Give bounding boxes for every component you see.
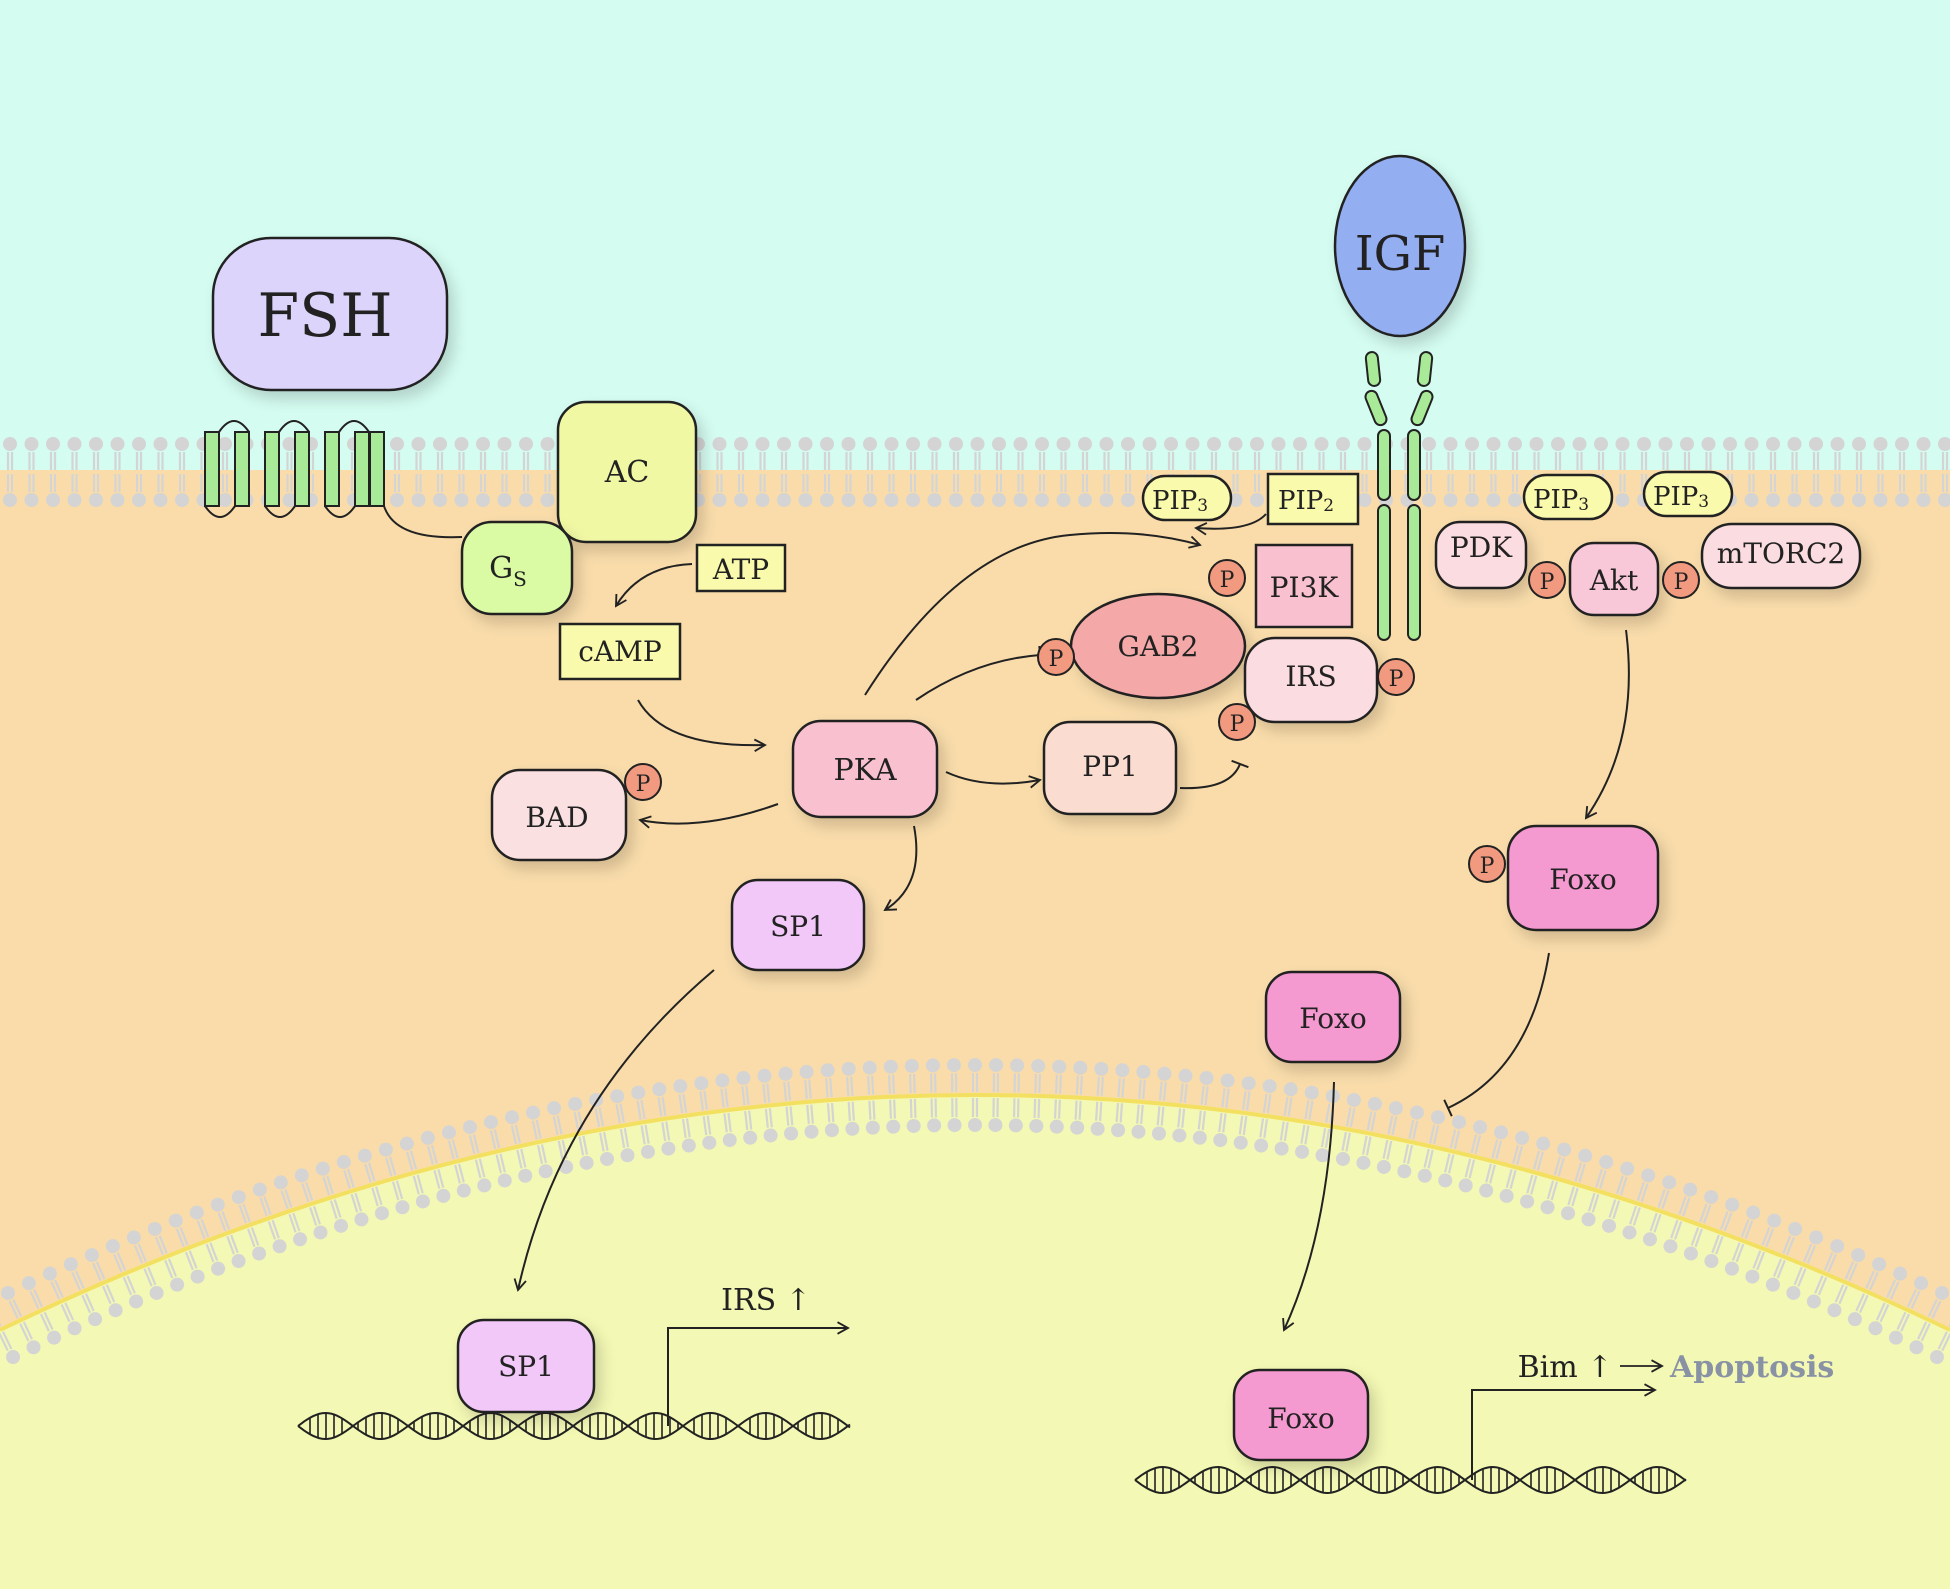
dna-strand-sp1 — [297, 1411, 851, 1441]
irs-phospho-p-right — [1377, 658, 1415, 696]
mtorc2-node — [1700, 522, 1862, 590]
nuclear-membrane — [0, 1058, 1950, 1365]
pi3k-phospho-p — [1208, 559, 1246, 597]
pka-to-pip3-arrow — [864, 532, 1202, 696]
atp-label: ATP — [712, 553, 769, 586]
foxo-cytoplasm-label: Foxo — [1299, 1002, 1366, 1035]
sp1-nucleus-node — [456, 1318, 596, 1414]
pip3-mid-label: PIP3 — [1533, 485, 1589, 515]
akt-phospho-p-right — [1662, 561, 1700, 599]
sp1-to-nucleus-arrow — [513, 969, 715, 1292]
akt-phospho-right-label: P — [1674, 570, 1689, 595]
foxo-phospho-label: Foxo — [1549, 863, 1616, 896]
foxo-to-nucleus-arrow — [1282, 1081, 1335, 1332]
dna-strand-foxo — [1134, 1465, 1687, 1495]
fsh-receptor — [204, 420, 463, 539]
sp1-cytoplasm-label: SP1 — [770, 910, 826, 943]
foxo-cytoplasm-node — [1264, 970, 1402, 1064]
pdk-node — [1434, 520, 1528, 590]
pi3k-node — [1254, 543, 1354, 629]
mtorc2-label: mTORC2 — [1717, 537, 1846, 570]
akt-node — [1568, 541, 1660, 617]
akt-phospho-left-label: P — [1540, 570, 1555, 595]
pip3-left-node — [1141, 474, 1233, 522]
pka-to-bad-arrow — [638, 803, 779, 829]
pka-node — [791, 719, 939, 819]
cell-membrane — [3, 437, 1950, 507]
ac-label: AC — [604, 455, 650, 490]
pip2-node — [1266, 472, 1360, 526]
pi3k-label: PI3K — [1270, 571, 1340, 604]
foxo-nucleus-node — [1232, 1368, 1370, 1462]
akt-phospho-p-left — [1528, 561, 1566, 599]
bad-label: BAD — [525, 801, 588, 834]
pip3-mid-node — [1522, 473, 1614, 521]
irs-phospho-right-label: P — [1389, 667, 1404, 692]
gab2-phospho-label: P — [1049, 647, 1064, 672]
bad-node — [490, 768, 628, 862]
pip2-label: PIP2 — [1278, 486, 1334, 516]
foxo-phospho-p-label: P — [1480, 854, 1495, 879]
pip3-right-label: PIP3 — [1653, 482, 1709, 512]
extracellular-space — [0, 0, 1950, 470]
gab2-label: GAB2 — [1118, 630, 1199, 663]
sp1-nucleus-label: SP1 — [498, 1350, 554, 1383]
camp-to-pka-arrow — [637, 699, 767, 752]
pka-inhibits-gab2 — [915, 645, 1042, 701]
camp-node — [558, 622, 682, 681]
gab2-phospho-p — [1037, 638, 1075, 676]
apoptosis-label: Apoptosis — [1669, 1350, 1834, 1385]
pp1-inhibits-irs — [1179, 759, 1249, 790]
bim-up-label: Bim ↑ — [1518, 1350, 1613, 1385]
nucleus — [0, 1095, 1950, 1589]
pip3-left-label: PIP3 — [1152, 486, 1208, 516]
irs-node — [1243, 636, 1379, 724]
bad-phospho-p — [624, 763, 662, 801]
irs-phospho-left-label: P — [1230, 712, 1245, 737]
fsh-ligand — [211, 236, 449, 392]
pka-to-sp1-arrow — [883, 825, 918, 912]
irs-up-label: IRS ↑ — [721, 1283, 811, 1318]
foxo-nucleus-label: Foxo — [1267, 1402, 1334, 1435]
atp-node — [695, 543, 787, 593]
pdk-label: PDK — [1450, 531, 1513, 564]
pi3k-phospho-label: P — [1220, 568, 1235, 593]
nuclear-envelope-line — [0, 1093, 1950, 1332]
pp1-label: PP1 — [1082, 750, 1138, 783]
irs-transcription-arrow — [667, 1321, 850, 1426]
pip3-right-node — [1642, 470, 1734, 518]
pip2-to-pip3-arrow — [1194, 513, 1267, 536]
irs-label: IRS — [1285, 660, 1336, 693]
bim-transcription-arrow — [1471, 1383, 1657, 1480]
gs-node — [460, 520, 574, 616]
sp1-cytoplasm-node — [730, 878, 866, 972]
akt-label: Akt — [1589, 564, 1639, 597]
connectors — [513, 513, 1657, 1480]
pka-to-pp1-arrow — [945, 771, 1042, 789]
pp1-node — [1042, 720, 1178, 816]
pka-label: PKA — [833, 753, 896, 788]
foxo-phospho-node — [1506, 824, 1660, 932]
igf-label: IGF — [1355, 226, 1446, 282]
ac-node — [556, 400, 698, 544]
irs-phospho-p-left — [1218, 703, 1256, 741]
fsh-label: FSH — [257, 281, 392, 351]
igf-receptor — [1364, 351, 1434, 641]
igf-ligand — [1333, 154, 1467, 338]
atp-to-camp-arrow — [615, 563, 693, 608]
foxo-inhibits-nuclear-entry — [1443, 952, 1550, 1117]
foxo-phospho-p — [1468, 845, 1506, 883]
bad-phospho-label: P — [636, 772, 651, 797]
akt-to-foxo-arrow — [1584, 629, 1630, 820]
gs-label: GS — [489, 551, 527, 591]
camp-label: cAMP — [578, 635, 661, 668]
